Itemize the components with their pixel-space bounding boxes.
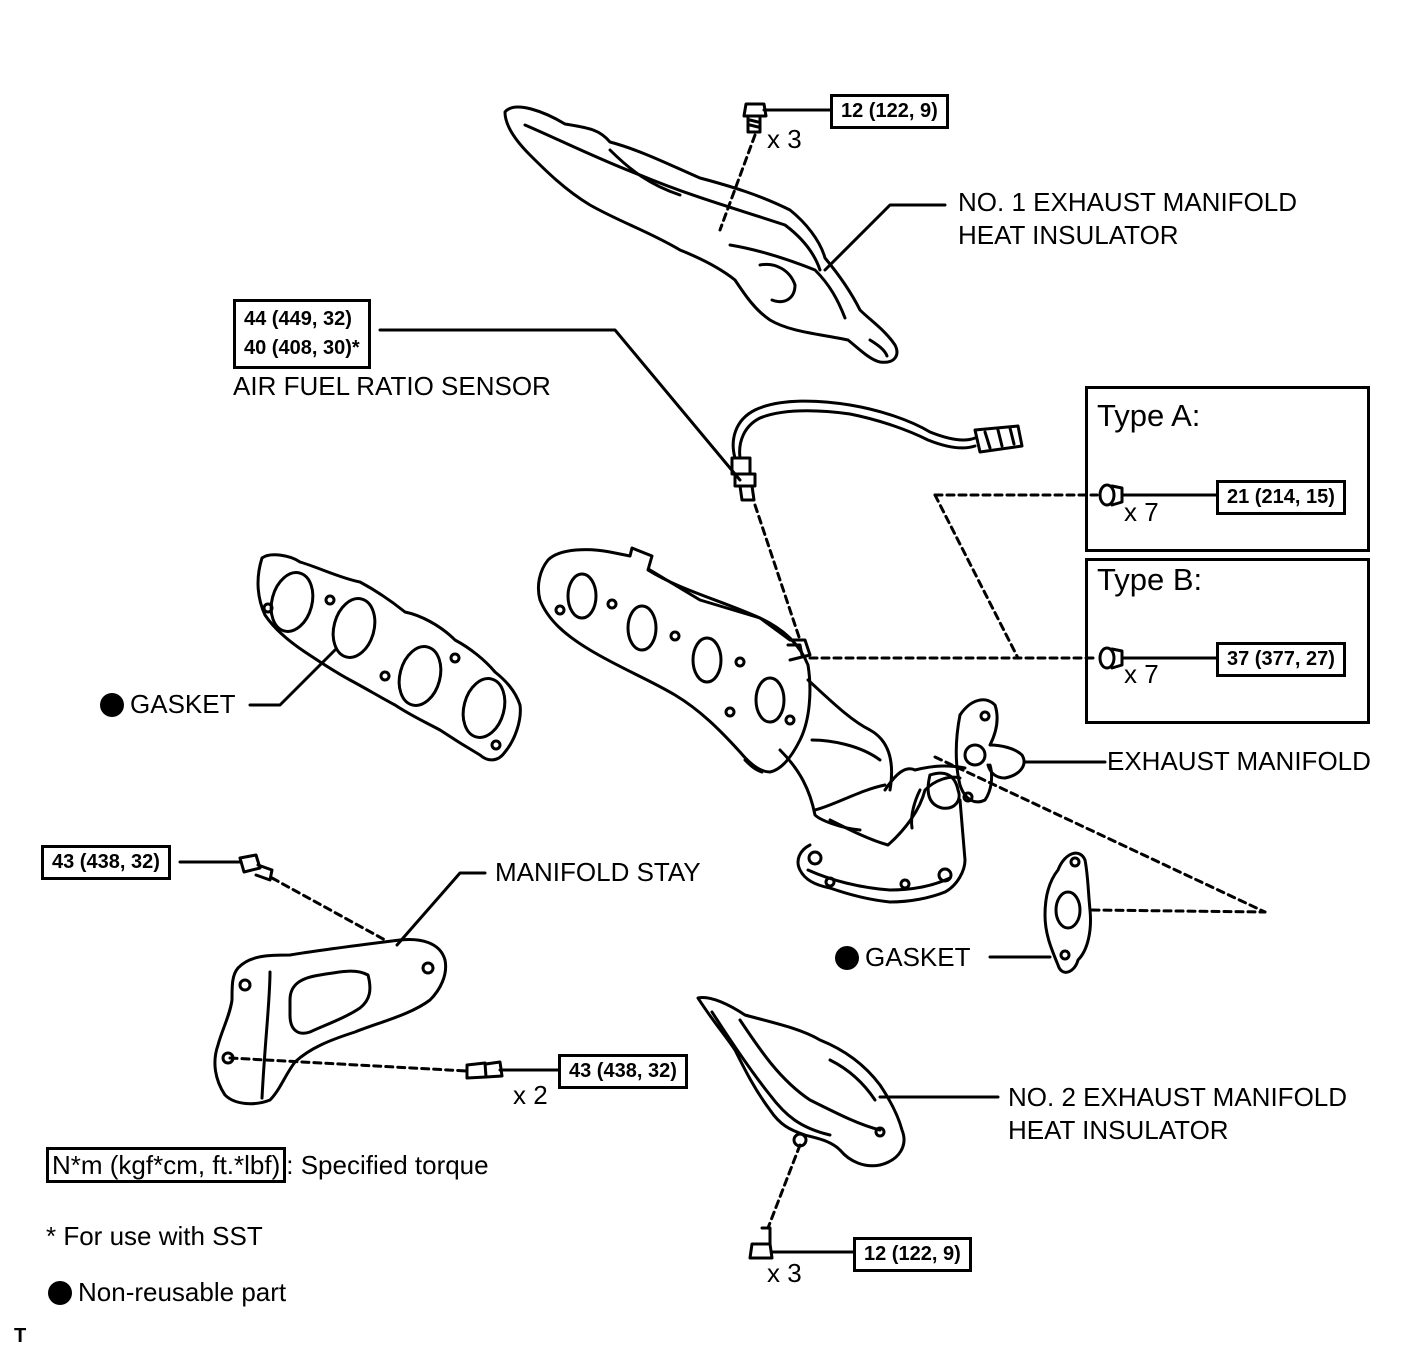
type-b-nut-part (1098, 646, 1219, 670)
legend-torque-desc: : Specified torque (286, 1150, 489, 1180)
torque-stay-lower-bolt: 43 (438, 32) (558, 1054, 688, 1089)
legend-torque: N*m (kgf*cm, ft.*lbf): Specified torque (46, 1147, 489, 1183)
label-lower-gasket: GASKET (835, 941, 970, 974)
label-no2-insulator-line2: HEAT INSULATOR (1008, 1115, 1229, 1145)
label-no1-insulator-line2: HEAT INSULATOR (958, 220, 1179, 250)
stay-lower-bolt-part (465, 1060, 562, 1080)
torque-insulator2-bolt: 12 (122, 9) (853, 1237, 972, 1272)
type-b-box (1085, 558, 1370, 724)
label-exhaust-manifold: EXHAUST MANIFOLD (1107, 746, 1371, 776)
torque-af-sensor: 44 (449, 32) 40 (408, 30)* (233, 299, 371, 369)
label-af-sensor: AIR FUEL RATIO SENSOR (233, 371, 551, 401)
type-a-box (1085, 386, 1370, 552)
label-upper-gasket-text: GASKET (130, 689, 236, 719)
insulator2-bolt-part (748, 1226, 857, 1260)
torque-af-sensor-standard: 44 (449, 32) (244, 308, 352, 330)
legend-sst-note: * For use with SST (46, 1221, 263, 1251)
label-manifold-stay: MANIFOLD STAY (495, 857, 701, 887)
stay-upper-bolt-part (178, 853, 274, 882)
label-lower-gasket-text: GASKET (865, 942, 971, 972)
legend-non-reusable-text: Non-reusable part (78, 1277, 287, 1307)
air-fuel-ratio-sensor-part (730, 399, 1024, 502)
qty-type-a-nut: x 7 (1124, 497, 1159, 527)
torque-insulator1-bolt: 12 (122, 9) (830, 94, 949, 129)
legend-non-reusable: Non-reusable part (48, 1276, 286, 1309)
legend-torque-unit: N*m (kgf*cm, ft.*lbf) (46, 1147, 287, 1183)
corner-mark: T (14, 1325, 27, 1347)
non-reusable-dot-icon (835, 946, 859, 970)
exhaust-manifold-part (536, 546, 1026, 904)
upper-gasket-part (256, 553, 522, 762)
torque-stay-upper-bolt: 43 (438, 32) (41, 845, 171, 880)
no1-heat-insulator-part (503, 105, 899, 364)
label-upper-gasket: GASKET (100, 688, 235, 721)
type-a-title: Type A: (1097, 398, 1201, 433)
insulator1-bolt-part (742, 102, 832, 134)
qty-stay-lower-bolt: x 2 (513, 1080, 548, 1110)
qty-insulator1-bolt: x 3 (767, 124, 802, 154)
type-b-title: Type B: (1097, 562, 1203, 597)
torque-af-sensor-sst: 40 (408, 30)* (244, 337, 360, 359)
no2-heat-insulator-part (696, 995, 906, 1168)
torque-type-a-nut: 21 (214, 15) (1216, 480, 1346, 515)
manifold-stay-part (213, 938, 448, 1106)
non-reusable-dot-icon (48, 1281, 72, 1305)
type-a-nut-part (1098, 483, 1219, 507)
torque-type-b-nut: 37 (377, 27) (1216, 642, 1346, 677)
lower-gasket-part (1043, 851, 1092, 974)
qty-type-b-nut: x 7 (1124, 659, 1159, 689)
non-reusable-dot-icon (100, 693, 124, 717)
label-no2-insulator-line1: NO. 2 EXHAUST MANIFOLD (1008, 1082, 1348, 1112)
label-no1-insulator-line1: NO. 1 EXHAUST MANIFOLD (958, 187, 1298, 217)
qty-insulator2-bolt: x 3 (767, 1258, 802, 1288)
